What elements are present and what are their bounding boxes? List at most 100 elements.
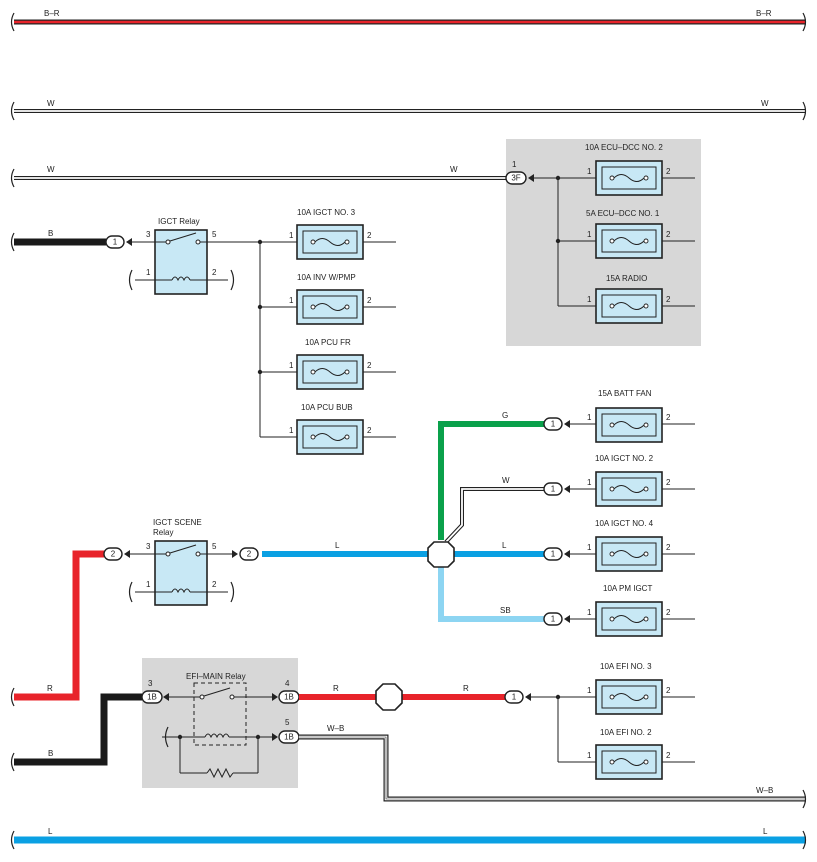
wire-l-igct4: L xyxy=(454,541,544,557)
diagram-label: R xyxy=(47,684,53,693)
diagram-label: 1 xyxy=(512,160,517,169)
diagram-label: 2 xyxy=(666,295,671,304)
diagram-label: 5 xyxy=(285,718,290,727)
bus-w-label-left: W xyxy=(47,99,55,108)
diagram-label: 1B xyxy=(284,733,294,742)
diagram-label: L xyxy=(763,827,768,836)
bus-br-label-right: B–R xyxy=(756,9,772,18)
diagram-label: 2 xyxy=(247,550,252,559)
diagram-label: W–B xyxy=(327,724,344,733)
diagram-label: B xyxy=(48,229,53,238)
diagram-label: 15A RADIO xyxy=(606,274,647,283)
diagram-label: 2 xyxy=(367,361,372,370)
wire-b-igct: B 1 xyxy=(10,229,155,252)
diagram-label: Relay xyxy=(153,528,173,537)
diagram-label: 10A PCU BUB xyxy=(301,403,353,412)
efi-zone xyxy=(142,658,298,788)
diagram-label: SB xyxy=(500,606,511,615)
diagram-label: 1B xyxy=(147,693,157,702)
diagram-label: 3 xyxy=(146,542,151,551)
efi-main-relay: 1B 3 EFI–MAIN Relay 1B 4 1B 5 xyxy=(141,672,300,779)
diagram-label: 10A PM IGCT xyxy=(603,584,652,593)
fuse-ecu-dcc-2: 10A ECU–DCC NO. 2 1 2 xyxy=(585,143,695,196)
diagram-label: 5 xyxy=(212,542,217,551)
diagram-label: W xyxy=(502,476,510,485)
diagram-label: 1 xyxy=(587,543,592,552)
diagram-label: 5 xyxy=(212,230,217,239)
fuse-radio: 15A RADIO 1 2 xyxy=(587,274,695,324)
fuse-efi-3: 10A EFI NO. 3 1 2 xyxy=(587,662,695,715)
diagram-label: IGCT SCENE xyxy=(153,518,202,527)
wire-r-efi: R R 1 xyxy=(299,683,596,763)
diagram-label: 5A ECU–DCC NO. 1 xyxy=(586,209,660,218)
diagram-label: 10A EFI NO. 3 xyxy=(600,662,652,671)
diagram-label: 1 xyxy=(587,686,592,695)
fuse-pcu-fr: 10A PCU FR 1 2 xyxy=(289,338,396,390)
diagram-label: L xyxy=(335,541,340,550)
diagram-label: 10A PCU FR xyxy=(305,338,351,347)
diagram-label: 2 xyxy=(666,686,671,695)
bus-w-label-right: W xyxy=(761,99,769,108)
diagram-label: 10A IGCT NO. 3 xyxy=(297,208,356,217)
diagram-label: 3 xyxy=(146,230,151,239)
wire-w-3f: W W xyxy=(10,165,506,188)
fuse-ecu-dcc-1: 5A ECU–DCC NO. 1 1 2 xyxy=(586,209,695,259)
diagram-label: R xyxy=(333,684,339,693)
diagram-label: 1 xyxy=(587,608,592,617)
diagram-label: 2 xyxy=(666,608,671,617)
diagram-label: W–B xyxy=(756,786,773,795)
diagram-label: 1 xyxy=(512,693,517,702)
diagram-label: 3 xyxy=(148,679,153,688)
diagram-label: 1 xyxy=(551,615,556,624)
diagram-label: 2 xyxy=(367,296,372,305)
fuse-pcu-bub: 10A PCU BUB 1 2 xyxy=(289,403,396,455)
bus-br: B–R B–R xyxy=(10,9,807,32)
diagram-label: 2 xyxy=(666,167,671,176)
wire-w-label-mid: W xyxy=(450,165,458,174)
fuse-igct-4: 10A IGCT NO. 4 1 2 xyxy=(587,519,695,572)
connector-batt-fan: 1 xyxy=(543,417,596,431)
fuse-efi-2: 10A EFI NO. 2 1 2 xyxy=(587,728,695,780)
fuse-igct-2: 10A IGCT NO. 2 1 2 xyxy=(587,454,695,507)
wire-green: G xyxy=(438,411,544,540)
diagram-label: 1 xyxy=(587,478,592,487)
bus-l: L L xyxy=(10,827,807,850)
igct-relay: IGCT Relay 3 5 1 2 xyxy=(128,217,235,295)
fuse-inv-wpmp: 10A INV W/PMP 1 2 xyxy=(289,273,396,325)
wire-l-main: L xyxy=(262,541,428,557)
diagram-label: 1 xyxy=(551,420,556,429)
diagram-label: 1 xyxy=(289,426,294,435)
splice-octagon xyxy=(427,541,455,568)
diagram-label: G xyxy=(502,411,508,420)
diagram-label: 1 xyxy=(551,485,556,494)
diagram-label: 1 xyxy=(587,751,592,760)
diagram-label: L xyxy=(48,827,53,836)
diagram-label: 2 xyxy=(666,543,671,552)
diagram-label: 2 xyxy=(666,230,671,239)
diagram-label: 1 xyxy=(146,268,151,277)
diagram-label: 2 xyxy=(666,413,671,422)
diagram-label: R xyxy=(463,684,469,693)
fuse-pm-igct: 10A PM IGCT 1 2 xyxy=(587,584,695,637)
diagram-label: 4 xyxy=(285,679,290,688)
diagram-label: 2 xyxy=(212,580,217,589)
wire-w-label-left: W xyxy=(47,165,55,174)
igct-output-wiring xyxy=(207,239,297,438)
diagram-label: 1 xyxy=(289,296,294,305)
diagram-label: 3F xyxy=(511,174,520,183)
bus-w: W W xyxy=(10,99,807,121)
diagram-label: 1 xyxy=(289,361,294,370)
diagram-label: 2 xyxy=(666,751,671,760)
diagram-label: 1 xyxy=(587,230,592,239)
diagram-label: 1 xyxy=(587,413,592,422)
connector-pm-igct: 1 xyxy=(543,612,596,626)
fuse-igct-3: 10A IGCT NO. 3 1 2 xyxy=(289,208,396,260)
diagram-label: 1 xyxy=(587,295,592,304)
diagram-label: 1 xyxy=(551,550,556,559)
diagram-label: 10A ECU–DCC NO. 2 xyxy=(585,143,663,152)
diagram-label: 1 xyxy=(289,231,294,240)
igct-scene-relay: IGCT SCENE Relay 3 5 1 2 2 xyxy=(128,518,259,606)
connector-igct-2: 1 xyxy=(543,482,596,496)
diagram-label: 2 xyxy=(367,231,372,240)
